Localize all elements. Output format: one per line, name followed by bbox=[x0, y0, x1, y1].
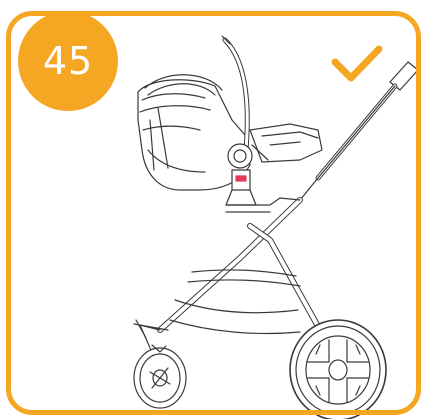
step-number-badge: 45 bbox=[18, 11, 118, 111]
checkmark-icon bbox=[331, 44, 383, 84]
